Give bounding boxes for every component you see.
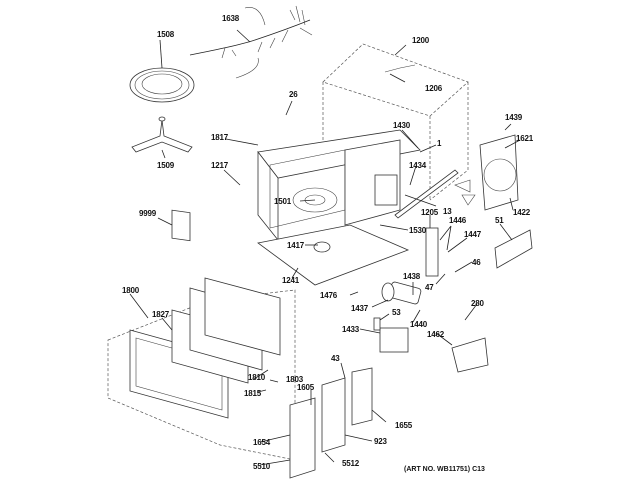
literature-packet-drawing: [171, 209, 191, 242]
part-label-1810[interactable]: 1810: [248, 373, 265, 382]
control-panel-drawing: [289, 367, 373, 479]
part-label-46[interactable]: 46: [472, 258, 481, 267]
part-label-9999[interactable]: 9999: [139, 209, 156, 218]
part-label-1241[interactable]: 1241: [282, 276, 299, 285]
part-label-1434[interactable]: 1434: [409, 161, 426, 170]
part-label-923[interactable]: 923: [374, 437, 387, 446]
part-label-1476[interactable]: 1476: [320, 291, 337, 300]
part-label-1817[interactable]: 1817: [211, 133, 228, 142]
leader-lines: [129, 29, 521, 466]
part-label-1200[interactable]: 1200: [412, 36, 429, 45]
part-label-13[interactable]: 13: [443, 207, 452, 216]
outer-case-drawing: [322, 43, 469, 201]
part-label-1205[interactable]: 1205: [421, 208, 438, 217]
part-label-1417[interactable]: 1417: [287, 241, 304, 250]
part-label-1509[interactable]: 1509: [157, 161, 174, 170]
part-label-1530[interactable]: 1530: [409, 226, 426, 235]
door-assembly-drawing: [107, 277, 296, 461]
part-label-1501[interactable]: 1501: [274, 197, 291, 206]
part-label-1439[interactable]: 1439: [505, 113, 522, 122]
turntable-tray-drawing: [129, 67, 195, 103]
rail-drawing: [394, 169, 459, 219]
part-label-1447[interactable]: 1447: [464, 230, 481, 239]
part-label-1827[interactable]: 1827: [152, 310, 169, 319]
oven-cavity-drawing: [257, 129, 421, 242]
part-label-26[interactable]: 26: [289, 90, 298, 99]
art-number: (ART NO. WB11751) C13: [404, 466, 485, 473]
part-label-1430[interactable]: 1430: [393, 121, 410, 130]
part-label-47[interactable]: 47: [425, 283, 434, 292]
part-label-1803[interactable]: 1803: [286, 375, 303, 384]
part-label-1433[interactable]: 1433: [342, 325, 359, 334]
part-label-280[interactable]: 280: [471, 299, 484, 308]
part-label-1462[interactable]: 1462: [427, 330, 444, 339]
part-label-51[interactable]: 51: [495, 216, 504, 225]
part-label-1508[interactable]: 1508: [157, 30, 174, 39]
part-label-1621[interactable]: 1621: [516, 134, 533, 143]
part-label-1438[interactable]: 1438: [403, 272, 420, 281]
part-label-1446[interactable]: 1446: [449, 216, 466, 225]
part-label-1437[interactable]: 1437: [351, 304, 368, 313]
switch-bracket-drawing: [425, 227, 439, 277]
part-label-53[interactable]: 53: [392, 308, 401, 317]
wire-harness-drawing: [189, 5, 313, 79]
base-plate-drawing: [257, 224, 410, 286]
part-label-1655[interactable]: 1655: [395, 421, 412, 430]
part-label-1217[interactable]: 1217: [211, 161, 228, 170]
part-label-1422[interactable]: 1422: [513, 208, 530, 217]
part-label-1440[interactable]: 1440: [410, 320, 427, 329]
part-label-1654[interactable]: 1654: [253, 438, 270, 447]
part-label-1800[interactable]: 1800: [122, 286, 139, 295]
roller-support-drawing: [131, 116, 193, 153]
part-label-1[interactable]: 1: [437, 139, 442, 148]
part-label-1815[interactable]: 1815: [244, 389, 261, 398]
vent-grille-drawing: [494, 229, 533, 269]
part-label-1638[interactable]: 1638: [222, 14, 239, 23]
part-label-1605[interactable]: 1605: [297, 383, 314, 392]
part-label-1206[interactable]: 1206: [425, 84, 442, 93]
transformer-drawing: [379, 327, 409, 353]
part-label-5512[interactable]: 5512: [342, 459, 359, 468]
part-53-drawing: [373, 317, 381, 331]
part-label-5510[interactable]: 5510: [253, 462, 270, 471]
part-1462-drawing: [451, 337, 489, 373]
fan-assembly-drawing: [454, 134, 519, 211]
motor-drawing: [381, 281, 422, 305]
part-label-43[interactable]: 43: [331, 354, 340, 363]
